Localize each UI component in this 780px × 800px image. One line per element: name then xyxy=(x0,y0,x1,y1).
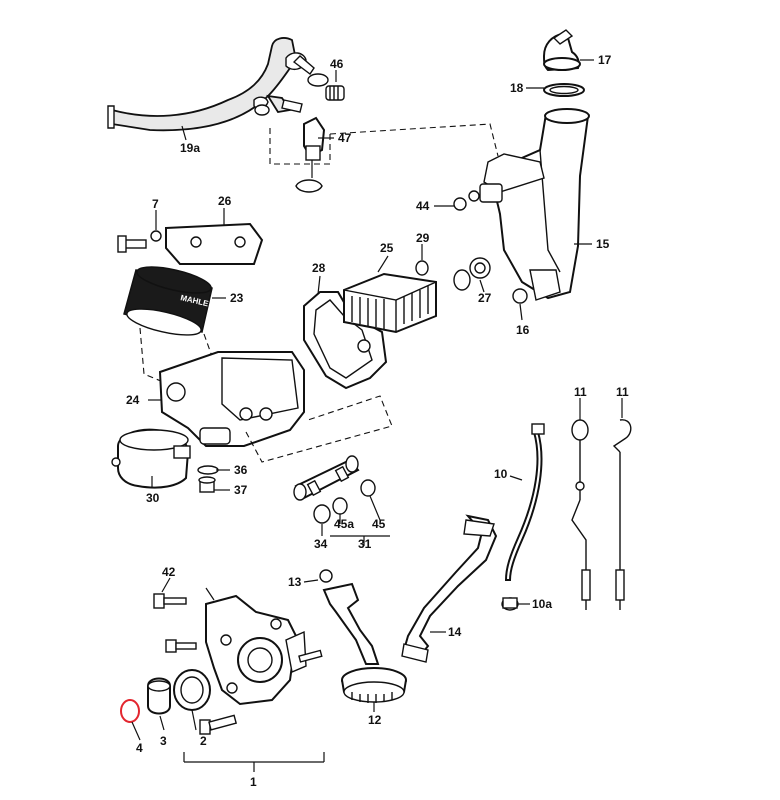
breather-hose[interactable] xyxy=(107,37,315,132)
callout-44: 44 xyxy=(416,199,430,213)
callout-11-alt: 11 xyxy=(616,385,629,399)
filler-tube-seal[interactable] xyxy=(453,190,528,304)
callout-45: 45 xyxy=(372,517,386,531)
callout-2: 2 xyxy=(200,734,207,748)
sealing-ring[interactable] xyxy=(415,257,491,291)
callout-4: 4 xyxy=(136,741,143,755)
filler-gasket[interactable] xyxy=(543,83,585,97)
callout-11: 11 xyxy=(574,385,587,399)
oil-filler-tube[interactable] xyxy=(479,108,590,301)
cooler-gasket[interactable] xyxy=(303,291,388,390)
callout-14: 14 xyxy=(448,625,462,639)
callout-47: 47 xyxy=(338,131,352,145)
oil-strainer[interactable] xyxy=(319,569,407,703)
callout-37: 37 xyxy=(234,483,248,497)
callout-3: 3 xyxy=(160,734,167,748)
callout-18: 18 xyxy=(510,81,524,95)
callout-26: 26 xyxy=(218,194,232,208)
callout-17: 17 xyxy=(598,53,612,67)
dipstick[interactable] xyxy=(612,419,632,610)
oil-pressure-switch[interactable] xyxy=(111,428,191,489)
leader-lines xyxy=(131,59,623,741)
callout-29: 29 xyxy=(416,231,430,245)
oil-filler-cap[interactable] xyxy=(542,29,581,72)
oil-filter-housing[interactable] xyxy=(158,351,305,447)
callout-23: 23 xyxy=(230,291,244,305)
shaft-seal[interactable] xyxy=(173,669,211,711)
check-valve[interactable] xyxy=(254,104,326,193)
callout-16: 16 xyxy=(516,323,530,337)
hose-clamp[interactable] xyxy=(307,73,345,101)
callout-1: 1 xyxy=(250,775,257,789)
oil-cooler[interactable] xyxy=(343,272,437,334)
pipe-o-ring[interactable] xyxy=(313,479,376,524)
heat-shield[interactable] xyxy=(165,222,264,265)
callout-34: 34 xyxy=(314,537,328,551)
callout-28: 28 xyxy=(312,261,326,275)
callout-27: 27 xyxy=(478,291,492,305)
callout-31: 31 xyxy=(358,537,372,551)
callout-12: 12 xyxy=(368,713,382,727)
callout-45a: 45a xyxy=(334,517,354,531)
drain-plug[interactable] xyxy=(197,465,219,493)
callout-labels: 1 2 3 4 7 10 10a 11 11 12 13 14 15 16 17… xyxy=(126,53,629,789)
callout-42: 42 xyxy=(162,565,176,579)
pump-bolt[interactable] xyxy=(153,593,323,735)
dipstick-guide-tube[interactable] xyxy=(501,423,545,611)
callout-36: 36 xyxy=(234,463,248,477)
callout-25: 25 xyxy=(380,241,394,255)
oil-filter[interactable]: MAHLE xyxy=(123,262,213,341)
callout-19a: 19a xyxy=(180,141,200,155)
o-ring-highlighted[interactable] xyxy=(120,699,140,723)
callout-15: 15 xyxy=(596,237,610,251)
bushing[interactable] xyxy=(147,677,171,715)
dipstick[interactable] xyxy=(571,419,591,610)
callout-10: 10 xyxy=(494,467,508,481)
callout-46: 46 xyxy=(330,57,344,71)
oil-pipe[interactable] xyxy=(293,455,360,501)
oil-suction-pipe[interactable] xyxy=(401,514,498,663)
callout-7: 7 xyxy=(152,197,159,211)
callout-24: 24 xyxy=(126,393,140,407)
callout-13: 13 xyxy=(288,575,302,589)
callout-10a: 10a xyxy=(532,597,552,611)
callout-30: 30 xyxy=(146,491,160,505)
oil-pump[interactable] xyxy=(205,594,307,706)
mounting-bolt[interactable] xyxy=(117,230,162,253)
